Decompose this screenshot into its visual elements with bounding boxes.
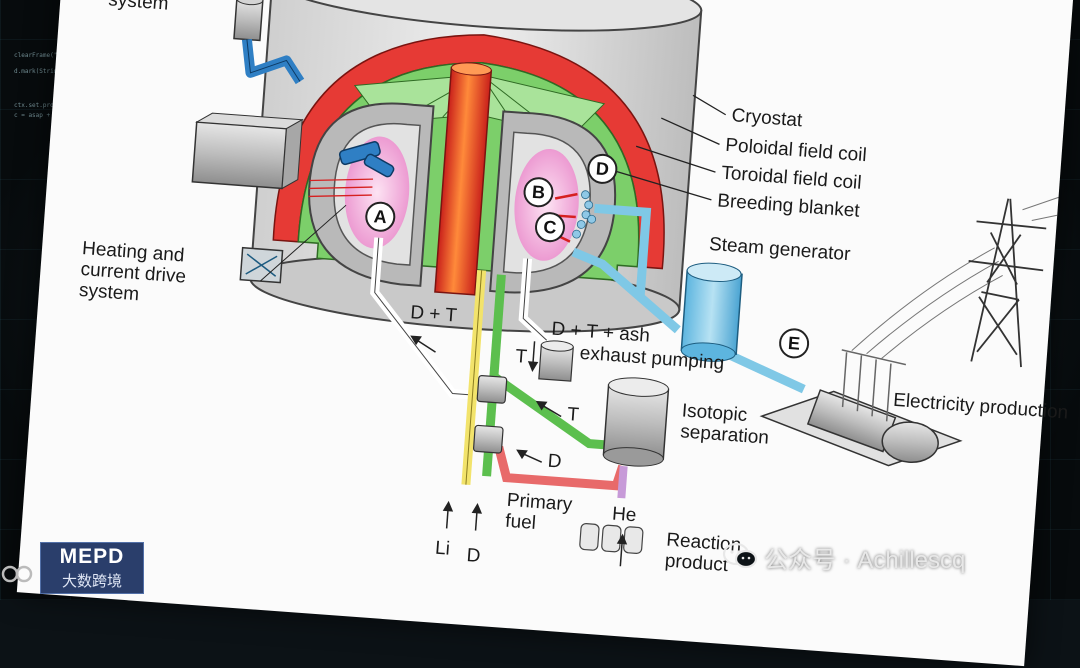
power-lines: [851, 196, 1059, 360]
wechat-account-text: 公众号 · Achillescq: [764, 547, 966, 574]
fuel-piping: [370, 237, 628, 499]
remote-handling-arm-inner: [338, 141, 395, 178]
heating-small-device: [239, 204, 347, 284]
flow-arrows: [410, 335, 628, 567]
label-helium: He: [611, 503, 638, 527]
fuel-valves: [472, 374, 508, 454]
leader-lines: [609, 94, 727, 201]
bg-code-line: c = asap + send.pas: [14, 112, 83, 119]
blanket-modules: [572, 190, 597, 239]
heating-system-box: [191, 112, 304, 190]
link-icon: [1, 565, 33, 583]
mepd-logo-subtitle: 大数跨境: [61, 573, 122, 590]
bg-code-line: clearFrame(""..): [14, 52, 72, 59]
steam-piping: [571, 203, 806, 394]
label-tritium-2: T: [566, 403, 580, 426]
mepd-logo-title: MEPD: [59, 545, 125, 568]
label-primary-fuel: Primary fuel: [504, 489, 573, 534]
exhaust-pump: [538, 340, 574, 382]
label-tritium-1: T: [514, 346, 528, 368]
label-heating-system: Heating and current drive system: [78, 238, 187, 306]
diagram-sheet: Remote handling system Cryostat Poloidal…: [16, 0, 1074, 667]
steam-generator: [680, 262, 743, 362]
heating-beams: [308, 178, 374, 198]
label-lithium: Li: [434, 537, 451, 560]
label-deuterium-input: D: [465, 544, 482, 567]
label-isotopic-separation: Isotopic separation: [679, 400, 770, 449]
transmission-tower: [968, 198, 1047, 368]
reaction-product-bottles: [579, 523, 644, 554]
label-dt: D + T: [409, 302, 458, 327]
remote-handling-arm-outer: [233, 0, 305, 85]
isotopic-separator: [602, 377, 670, 467]
mepd-logo: MEPD 大数跨境: [40, 542, 144, 594]
turbine-generator: [759, 349, 963, 467]
wechat-watermark: 公众号 · Achillescq: [722, 538, 1062, 574]
label-deuterium-flow: D: [547, 450, 563, 473]
wechat-icon: [722, 542, 758, 569]
central-solenoid: [434, 62, 493, 296]
